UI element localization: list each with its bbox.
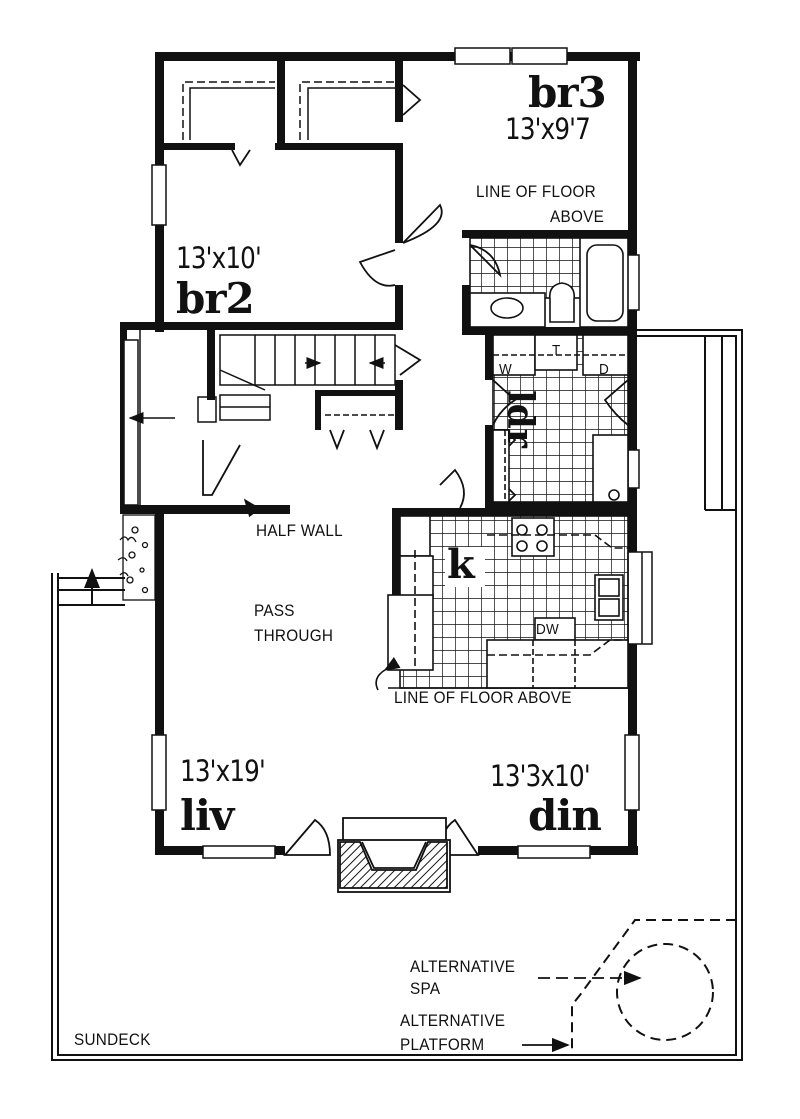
room-dimensions-liv: 13'x19' xyxy=(180,754,266,788)
room-label-kitchen: k xyxy=(447,541,475,588)
interior-walls xyxy=(155,52,637,598)
laundry-fixtures xyxy=(492,334,629,503)
room-label-liv: liv xyxy=(180,791,234,840)
note-alternative-platform-line2: PLATFORM xyxy=(400,1035,485,1054)
note-alternative-platform-line1: ALTERNATIVE xyxy=(400,1011,506,1030)
room-dimensions-br2: 13'x10' xyxy=(176,241,262,275)
room-label-din: din xyxy=(528,791,602,840)
room-label-laundry: ldr xyxy=(499,390,541,448)
fixture-tub-tray-label: T xyxy=(552,342,561,359)
room-label-br3: br3 xyxy=(528,68,607,117)
note-pass-through-line2: THROUGH xyxy=(254,626,334,645)
bathroom-fixtures xyxy=(469,237,629,328)
planter-shrubs xyxy=(117,514,156,601)
fixture-dryer-label: D xyxy=(599,361,610,378)
note-half-wall: HALF WALL xyxy=(256,521,343,540)
note-sundeck: SUNDECK xyxy=(74,1030,151,1049)
fixture-dishwasher-label: DW xyxy=(536,621,560,638)
stairs xyxy=(128,330,396,505)
kitchen-fixtures xyxy=(375,515,629,691)
note-alternative-spa-line2: SPA xyxy=(410,979,441,998)
sundeck-outline xyxy=(51,329,743,1061)
note-pass-through-line1: PASS xyxy=(254,601,295,620)
room-dimensions-br3: 13'x9'7 xyxy=(505,112,591,146)
room-dimensions-din: 13'3x10' xyxy=(490,759,591,793)
fixture-washer-label: W xyxy=(499,361,513,378)
note-line-of-floor-above-br3-line1: LINE OF FLOOR xyxy=(476,182,596,201)
closet-shelves xyxy=(182,81,395,140)
note-line-of-floor-above-br3-line2: ABOVE xyxy=(550,207,605,226)
note-alternative-spa-line1: ALTERNATIVE xyxy=(410,957,516,976)
alternative-spa-platform xyxy=(571,919,736,1055)
windows xyxy=(123,47,653,859)
note-line-of-floor-above-kitchen: LINE OF FLOOR ABOVE xyxy=(394,688,572,707)
room-label-br2: br2 xyxy=(176,274,255,323)
fireplace xyxy=(337,817,451,893)
